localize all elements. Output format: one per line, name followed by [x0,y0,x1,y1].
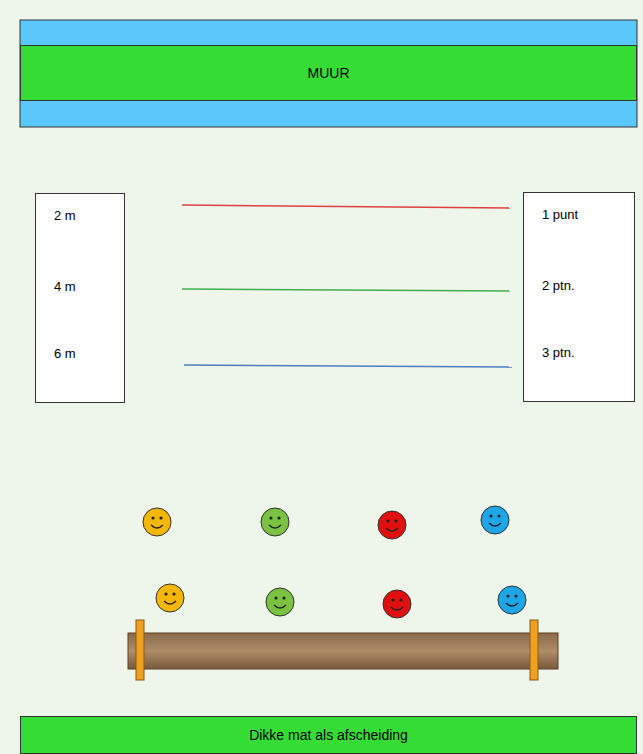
smiley-face [261,508,289,536]
smiley-mouth [506,603,518,606]
smiley-eye [391,598,394,601]
smiley-eye [151,516,154,519]
bench [128,633,558,669]
smiley-eye [274,596,277,599]
smiley-face [156,584,184,612]
node-text: 6 m [54,346,76,362]
distance-box: 2 m 4 m 6 m [35,193,125,403]
node-text: 2 ptn. [542,278,575,294]
smiley-mouth [151,525,163,528]
smiley-mouth [269,525,281,528]
smiley-eye [489,514,492,517]
smiley-eye [497,514,500,517]
node-text: Dikke mat als afscheiding [249,727,408,743]
smiley-eye [514,594,517,597]
player-smileys [143,506,526,618]
smiley-eye [399,598,402,601]
smiley-eye [394,519,397,522]
smiley-mouth [391,607,403,610]
smiley-face [383,590,411,618]
smiley-eye [506,594,509,597]
smiley-eye [159,516,162,519]
smiley-eye [282,596,285,599]
smiley-face [143,508,171,536]
smiley-face [378,511,406,539]
smiley-eye [277,516,280,519]
smiley-eye [386,519,389,522]
node-text: 2 m [54,208,76,224]
wall-band [20,20,637,127]
mat-band: Dikke mat als afscheiding [20,716,637,754]
smiley-mouth [164,601,176,604]
wall-label-band: MUUR [20,45,637,101]
smiley-eye [269,516,272,519]
smiley-mouth [274,605,286,608]
smiley-face [498,586,526,614]
smiley-mouth [386,528,398,531]
distance-line [182,289,510,291]
points-box: 1 punt 2 ptn. 3 ptn. [523,192,635,402]
smiley-face [266,588,294,616]
node-text: MUUR [308,65,350,81]
bench-post [530,620,538,680]
smiley-eye [172,592,175,595]
smiley-eye [164,592,167,595]
node-text: 4 m [54,279,76,295]
node-text: 1 punt [542,207,578,223]
bench-post [136,620,144,680]
distance-line [182,205,510,208]
smiley-face [481,506,509,534]
smiley-mouth [489,523,501,526]
distance-line [184,365,512,367]
node-text: 3 ptn. [542,345,575,361]
